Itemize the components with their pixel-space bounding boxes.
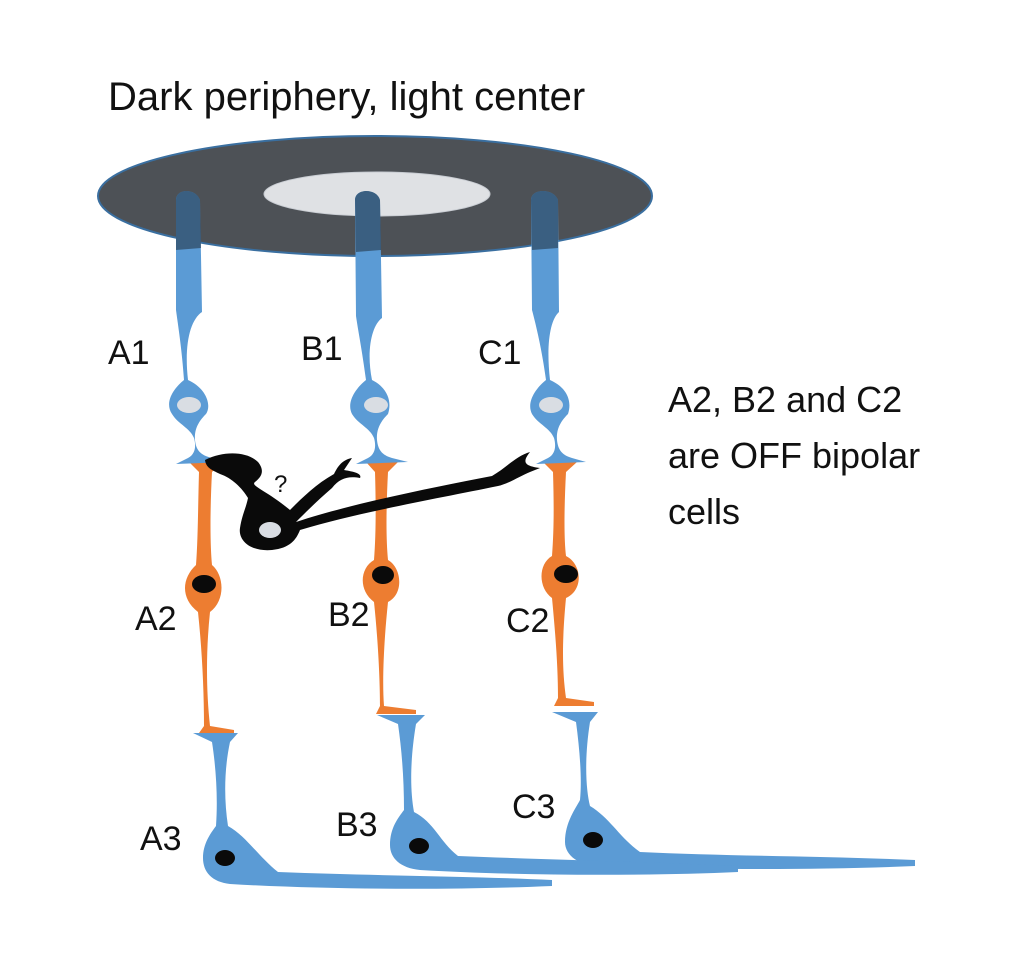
label-b2: B2 xyxy=(328,596,370,634)
label-a1: A1 xyxy=(108,334,150,372)
off-bipolar-note: A2, B2 and C2 are OFF bipolar cells xyxy=(668,379,920,532)
c3-nucleus xyxy=(583,832,603,848)
photoreceptor-c1 xyxy=(530,191,586,464)
label-c1: C1 xyxy=(478,334,521,372)
bipolar-cell-a2 xyxy=(185,462,234,733)
label-a2: A2 xyxy=(135,600,177,638)
photoreceptor-b1 xyxy=(350,191,408,464)
a2-nucleus xyxy=(192,575,216,593)
note-line-2: are OFF bipolar xyxy=(668,435,920,476)
label-b1: B1 xyxy=(301,330,343,368)
horizontal-cell-nucleus xyxy=(259,522,281,538)
a3-nucleus xyxy=(215,850,235,866)
c1-nucleus xyxy=(539,397,563,413)
label-c2: C2 xyxy=(506,602,549,640)
ganglion-cell-b3 xyxy=(377,715,738,875)
a1-nucleus xyxy=(177,397,201,413)
bipolar-cell-b2 xyxy=(362,462,416,714)
c2-nucleus xyxy=(554,565,578,583)
photoreceptor-a1 xyxy=(169,191,228,464)
diagram-title: Dark periphery, light center xyxy=(108,75,585,119)
note-line-3: cells xyxy=(668,491,740,532)
outer-segment-shading xyxy=(176,191,558,252)
ganglion-cell-c3 xyxy=(552,712,915,869)
b2-nucleus xyxy=(372,566,394,584)
note-line-1: A2, B2 and C2 xyxy=(668,379,902,420)
b1-nucleus xyxy=(364,397,388,413)
horizontal-cell-question-mark: ? xyxy=(274,471,287,498)
label-a3: A3 xyxy=(140,820,182,858)
b3-nucleus xyxy=(409,838,429,854)
horizontal-cell: ? xyxy=(205,452,540,551)
ganglion-cell-a3 xyxy=(193,733,552,889)
bipolar-cell-c2 xyxy=(541,462,594,706)
label-c3: C3 xyxy=(512,788,555,826)
label-b3: B3 xyxy=(336,806,378,844)
